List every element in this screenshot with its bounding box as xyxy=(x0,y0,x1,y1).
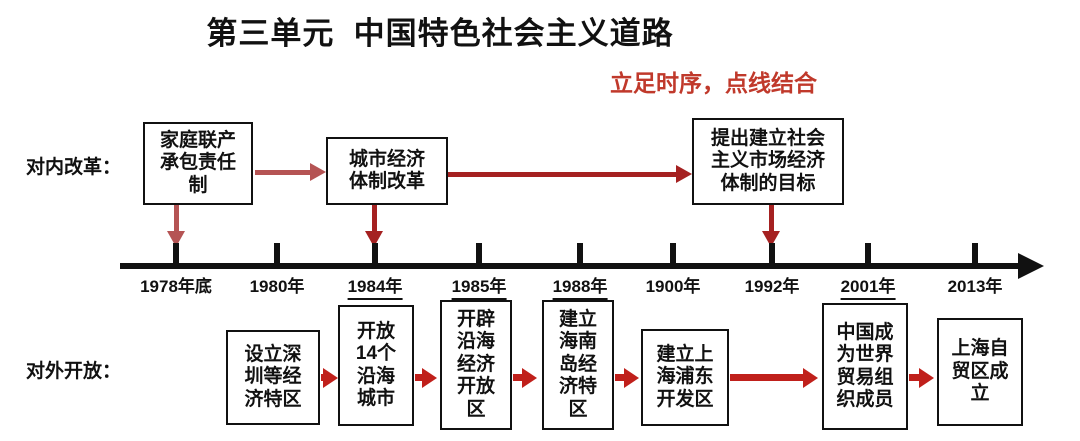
chain-arrow-3-line xyxy=(513,374,523,381)
chain-arrow-1-arrowhead xyxy=(323,368,338,388)
box-hainan-sez[interactable]: 建立 海南 岛经 济特 区 xyxy=(542,300,614,430)
chain-arrow-6-line xyxy=(909,374,921,381)
chain-arrow-3-arrowhead xyxy=(522,368,537,388)
box-shanghai-pudong[interactable]: 建立上 海浦东 开发区 xyxy=(641,329,729,426)
chain-arrow-4-arrowhead xyxy=(624,368,639,388)
timeline-axis-arrowhead xyxy=(1018,253,1044,279)
page-subtitle: 立足时序，点线结合 xyxy=(610,70,817,96)
timeline-tick xyxy=(972,243,978,265)
row-label-outer-opening: 对外开放： xyxy=(26,361,122,382)
timeline-date-label: 1984年 xyxy=(347,272,403,300)
chain-arrow-4-line xyxy=(615,374,625,381)
drop-market-to-1992-arrowhead xyxy=(762,231,780,247)
box-household-responsibility-system[interactable]: 家庭联产 承包责任 制 xyxy=(143,122,253,205)
timeline-tick xyxy=(670,243,676,265)
box-socialist-market-economy-goal[interactable]: 提出建立社会 主义市场经济 体制的目标 xyxy=(692,118,844,205)
timeline-date-label: 1985年 xyxy=(451,272,507,300)
page-title: 第三单元 中国特色社会主义道路 xyxy=(206,16,674,51)
timeline-tick xyxy=(577,243,583,265)
box-shenzhen-sez[interactable]: 设立深 圳等经 济特区 xyxy=(226,330,320,425)
connector-household-to-urban-arrowhead xyxy=(310,163,326,181)
row-label-inner-reform: 对内改革： xyxy=(26,157,122,178)
timeline-date-label: 1900年 xyxy=(645,277,701,296)
box-14-coastal-cities[interactable]: 开放 14个 沿海 城市 xyxy=(338,305,414,426)
timeline-tick xyxy=(769,243,775,265)
timeline-axis xyxy=(120,263,1020,269)
chain-arrow-6-arrowhead xyxy=(919,368,934,388)
timeline-date-label: 1978年底 xyxy=(140,277,212,296)
timeline-tick xyxy=(173,243,179,265)
box-wto-membership[interactable]: 中国成 为世界 贸易组 织成员 xyxy=(822,303,908,430)
box-coastal-economic-open-zone[interactable]: 开辟 沿海 经济 开放 区 xyxy=(440,300,512,430)
drop-urban-to-1984-arrowhead xyxy=(365,231,383,247)
drop-household-to-1978-line xyxy=(174,205,179,233)
drop-household-to-1978-arrowhead xyxy=(167,231,185,247)
timeline-tick xyxy=(274,243,280,265)
box-shanghai-free-trade-zone[interactable]: 上海自 贸区成 立 xyxy=(937,318,1023,426)
chain-arrow-5-arrowhead xyxy=(803,368,818,388)
timeline-date-label: 1980年 xyxy=(249,277,305,296)
timeline-tick xyxy=(865,243,871,265)
timeline-date-label: 1992年 xyxy=(744,277,800,296)
chain-arrow-2-line xyxy=(415,374,423,381)
connector-household-to-urban-line xyxy=(255,170,310,175)
timeline-date-label: 2001年 xyxy=(840,272,896,300)
drop-market-to-1992-line xyxy=(769,205,774,233)
timeline-tick xyxy=(372,243,378,265)
drop-urban-to-1984-line xyxy=(372,205,377,233)
timeline-date-label: 2013年 xyxy=(947,277,1003,296)
connector-urban-to-market-arrowhead xyxy=(676,165,692,183)
box-urban-economic-reform[interactable]: 城市经济 体制改革 xyxy=(326,137,448,205)
timeline-tick xyxy=(476,243,482,265)
chain-arrow-2-arrowhead xyxy=(422,368,437,388)
chain-arrow-5-line xyxy=(730,374,806,381)
timeline-date-label: 1988年 xyxy=(552,272,608,300)
connector-urban-to-market-line xyxy=(448,172,676,177)
